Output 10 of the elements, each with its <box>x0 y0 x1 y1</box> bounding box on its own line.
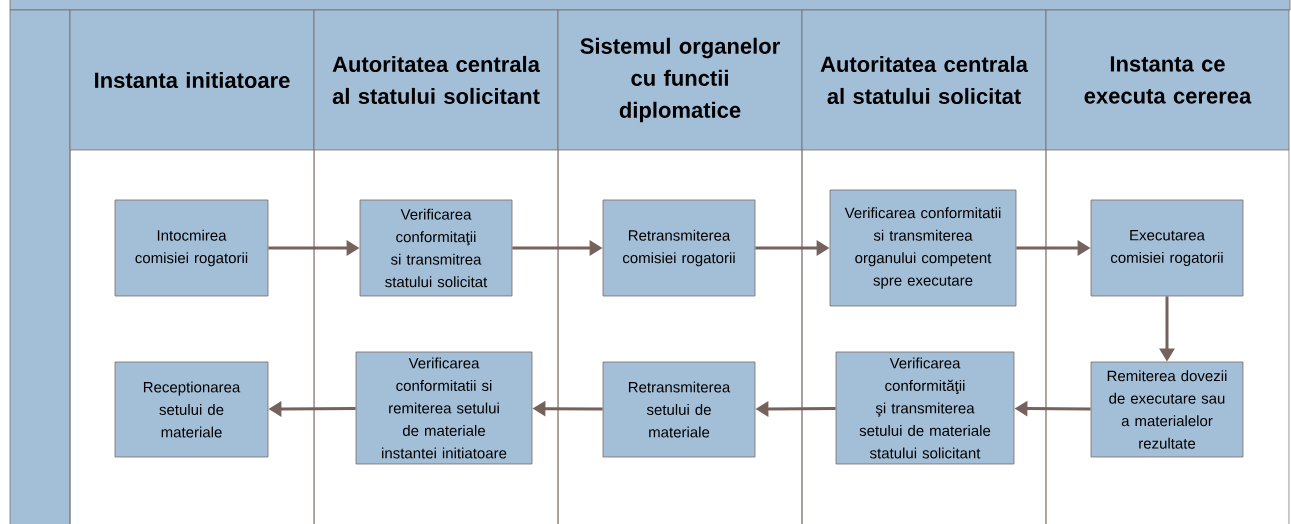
task-box: Remiterea dovezii de executare sau a materialelor rezultate <box>1090 361 1244 458</box>
task-box: Retransmiterea setului de materiale <box>602 361 756 458</box>
task-box: Receptionarea setului de materiale <box>114 361 269 458</box>
task-box: Intocmirea comisiei rogatorii <box>114 199 269 297</box>
task-box: Verificarea conformitatii si remiterea setului de materiale instantei initiatoare <box>355 351 533 465</box>
task-box: Verificarea conformităţii şi transmiterea setului de materiale statului solicitant <box>835 351 1015 465</box>
task-box: Verificarea conformitaţii si transmitrea statului solicitat <box>359 199 513 297</box>
task-box: Retransmiterea comisiei rogatorii <box>602 199 756 297</box>
task-box: Executarea comisiei rogatorii <box>1090 199 1244 297</box>
task-box: Verificarea conformitatii si transmiterea organului competent spre executare <box>829 189 1017 307</box>
